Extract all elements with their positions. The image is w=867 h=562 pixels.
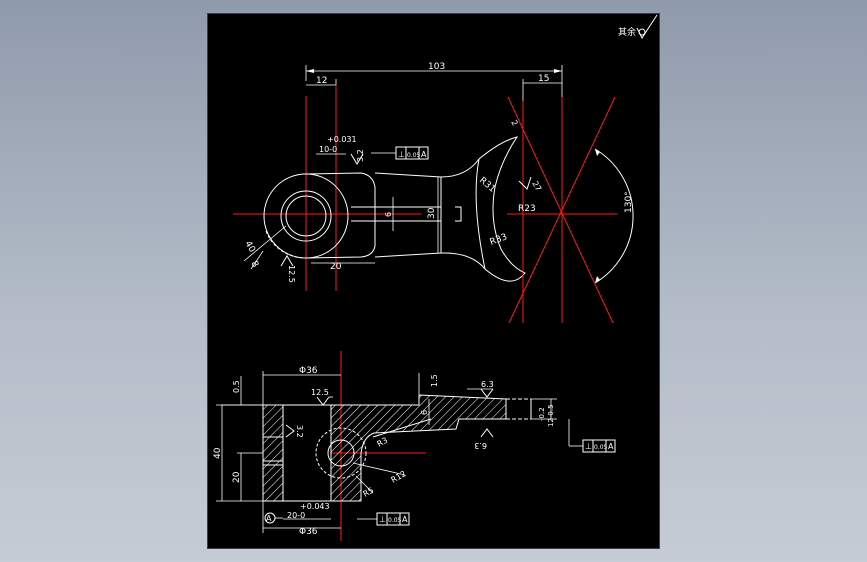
slot-tol-symbol: 27 — [518, 176, 543, 193]
top-view: 103 12 15 — [233, 62, 634, 324]
angle-2-label: 2 — [509, 119, 519, 128]
datum-a-marker: A — [264, 512, 283, 524]
tol-frame-top-value: 0.05 — [407, 152, 421, 159]
dim-width-20: 20 — [311, 262, 375, 272]
dim-total-length: 103 — [305, 62, 563, 97]
dim-8-label: 8 — [248, 260, 260, 270]
dim-05-label: 0.5 — [232, 380, 241, 393]
angle-130-label: 130° — [624, 191, 634, 213]
dim-20-section-label: 20 — [232, 471, 242, 483]
slot-tol-label: 27 — [530, 180, 543, 193]
dim-height-40: 40 — [213, 404, 263, 502]
small-tol-upper: +0.031 — [327, 135, 357, 144]
bore-tol-upper: +0.043 — [300, 502, 330, 511]
dim-15-section-label: 1.5 — [430, 374, 439, 387]
tol-12-label: 12-0.5 — [547, 404, 555, 427]
dim-diam-b: 8 — [248, 250, 264, 270]
fork-outer-arc — [475, 158, 486, 270]
dim-103-label: 103 — [428, 62, 445, 72]
tolerance-frame-right: ⊥ 0.05 A — [568, 419, 616, 453]
cad-drawing: 其余 103 12 15 — [213, 14, 658, 541]
rough-32-section: 3.2 — [285, 424, 304, 438]
r23-label: R23 — [518, 204, 536, 214]
arm-bottom-edge — [374, 252, 486, 270]
dim-12-label: 12 — [316, 76, 327, 86]
dim-6-label: 6 — [384, 212, 393, 217]
rough-32-label: 3.2 — [356, 149, 365, 162]
arm-top-edge — [374, 158, 480, 178]
section-body — [262, 394, 532, 502]
tolerance-frame-top: ⊥ 0.05 A — [371, 146, 429, 160]
rough-63-top: 6.3 — [467, 380, 494, 398]
dia36-top-label: Φ36 — [299, 366, 318, 376]
fork-centerlines — [507, 96, 617, 324]
bore-tol-lower: 20-0 — [287, 511, 305, 520]
dim-height-30: 30 — [427, 177, 439, 253]
boss-body-outline — [305, 172, 376, 259]
dim-12-tol: -0.2 12-0.5 — [531, 398, 557, 427]
dim-dia36-bottom: Φ36 — [262, 501, 341, 537]
dim-web-6: 6 — [384, 197, 394, 231]
dim-15-label: 15 — [538, 74, 549, 84]
tol-frame-right-datum: A — [608, 442, 614, 451]
cad-viewport[interactable]: 其余 103 12 15 — [207, 13, 660, 549]
tol-frame-top-symbol: ⊥ — [398, 150, 405, 159]
dim-diam-40: 40 — [242, 225, 287, 262]
tol-frame-right-symbol: ⊥ — [585, 442, 592, 451]
rough-125-symbol: 12.5 — [280, 255, 296, 283]
dia36-bottom-label: Φ36 — [299, 527, 318, 537]
datum-a-label: A — [266, 514, 272, 523]
rough-32-symbol: 3.2 — [350, 149, 365, 165]
dim-boss-offset: 12 — [306, 76, 337, 111]
dim-30-label: 30 — [427, 207, 437, 219]
angle-130-arc — [594, 148, 634, 284]
roughness-note: 其余 — [618, 14, 658, 40]
rough-63-bottom: 6.3 — [474, 428, 494, 450]
small-tol-lower: 10-0 — [319, 145, 337, 154]
r12-label: R12 — [390, 469, 408, 485]
r33-label: R33 — [489, 232, 509, 247]
boss-hidden-arc — [265, 230, 307, 259]
rough-125-label: 12.5 — [287, 265, 296, 283]
dim-05: 0.5 — [221, 376, 263, 406]
dim-20-label: 20 — [330, 262, 342, 272]
rough-63-top-label: 6.3 — [481, 380, 494, 389]
bore-tolerance: +0.043 20-0 — [283, 502, 331, 520]
tol-frame-mid-value: 0.05 — [388, 517, 402, 524]
boss-bore-circle — [285, 195, 327, 237]
surface-roughness-icon — [636, 14, 658, 40]
dim-fork-offset: 15 — [522, 74, 562, 113]
r5-label: R5 — [362, 486, 376, 499]
dim-15-section: 1.5 — [418, 373, 439, 395]
rough-125-section: 12.5 — [311, 388, 333, 406]
tol-02-label: -0.2 — [538, 407, 546, 421]
rib-edge — [372, 418, 432, 438]
rough-32-section-label: 3.2 — [295, 425, 304, 438]
dim-6-section-label: 6 — [420, 410, 429, 415]
tol-frame-mid-symbol: ⊥ — [379, 515, 386, 524]
rough-125-section-label: 12.5 — [311, 388, 329, 397]
rough-63-bottom-label: 6.3 — [474, 441, 487, 450]
tol-frame-top-datum: A — [421, 150, 427, 159]
section-bore-hidden — [315, 427, 367, 479]
slot-end — [455, 206, 462, 222]
section-view: Φ36 0.5 12.5 1.5 6.3 6.3 6 — [213, 351, 616, 541]
tol-frame-mid-datum: A — [402, 515, 408, 524]
dim-6-section: 6 — [420, 399, 430, 425]
tol-frame-right-value: 0.05 — [594, 444, 608, 451]
dim-dia36-top: Φ36 — [262, 366, 341, 405]
tolerance-frame-mid: ⊥ 0.05 A — [357, 512, 410, 526]
boss-mid-circle — [280, 190, 332, 242]
r3-label: R3 — [376, 436, 390, 449]
section-bore — [327, 439, 355, 467]
dim-height-20: 20 — [232, 452, 263, 501]
dim-40-section-label: 40 — [213, 447, 223, 459]
roughness-note-label: 其余 — [618, 26, 636, 38]
